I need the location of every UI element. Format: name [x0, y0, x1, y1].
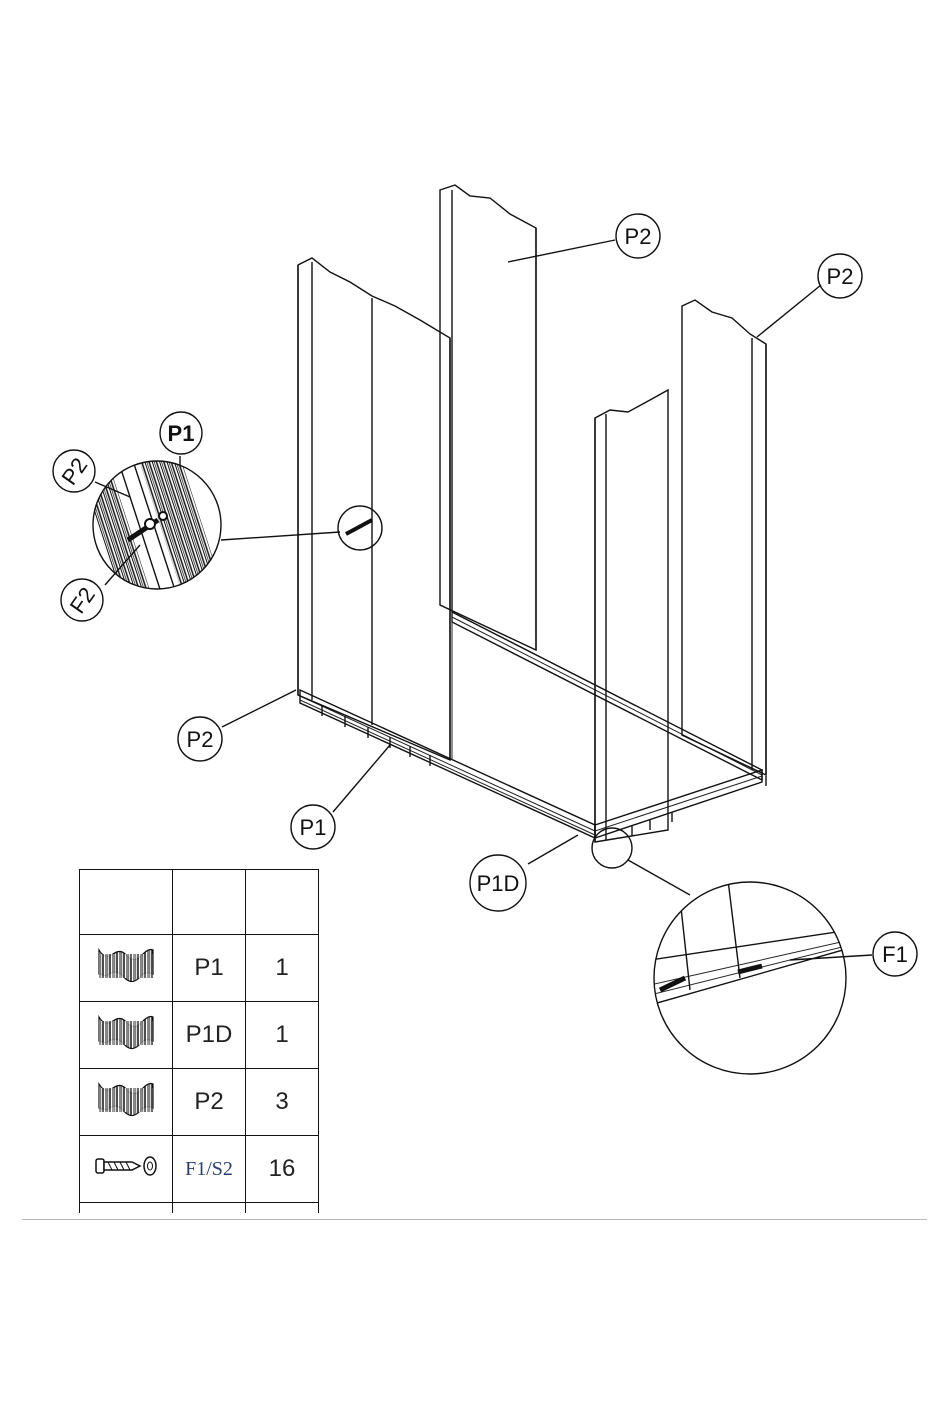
detail-leader-line	[221, 532, 340, 540]
parts-table-header	[80, 870, 319, 935]
part-code: P1	[173, 935, 246, 1002]
svg-text:P1: P1	[300, 815, 327, 840]
panel-icon	[80, 1002, 173, 1069]
callout-p2-left: P2	[178, 717, 222, 761]
panel-back-p2	[440, 185, 536, 650]
table-row: P1D 1	[80, 1002, 319, 1069]
svg-text:P2: P2	[625, 224, 652, 249]
header-cell-icon	[80, 870, 173, 935]
table-row: F1/S2 16	[80, 1136, 319, 1203]
panel-front-right-p1d	[595, 390, 668, 842]
part-qty: 16	[246, 1136, 319, 1203]
callout-p1-bottom: P1	[291, 805, 335, 849]
part-qty: 3	[246, 1069, 319, 1136]
svg-text:F1: F1	[882, 942, 908, 967]
part-code: F1/S2	[173, 1136, 246, 1203]
part-code: P1D	[173, 1002, 246, 1069]
callout-p2-top: P2	[616, 214, 660, 258]
callout-f1-detail: F1	[873, 932, 917, 976]
svg-text:F2: F2	[65, 583, 100, 618]
header-cell-part	[173, 870, 246, 935]
panel-left-p1-p2	[298, 258, 450, 760]
callout-p1d-bottom: P1D	[470, 855, 526, 911]
svg-text:P2: P2	[827, 264, 854, 289]
table-row: P2 3	[80, 1069, 319, 1136]
detail-f1-base	[580, 828, 850, 1080]
part-qty: 1	[246, 935, 319, 1002]
callout-p1-detail: P1	[160, 412, 202, 454]
part-qty: 1	[246, 1002, 319, 1069]
screw-washer-icon	[80, 1136, 173, 1203]
svg-text:P2: P2	[56, 453, 92, 489]
callout-leaders	[95, 240, 872, 960]
part-code: P2	[173, 1069, 246, 1136]
header-cell-qty	[246, 870, 319, 935]
callout-p2-detail: P2	[53, 450, 95, 492]
svg-text:P1: P1	[168, 421, 195, 446]
callout-p2-right: P2	[818, 254, 862, 298]
table-row-cut	[80, 1203, 319, 1214]
panel-icon	[80, 1069, 173, 1136]
table-row: P1 1	[80, 935, 319, 1002]
parts-table: P1 1 P1D 1 P2 3 F1/S2 16	[79, 869, 319, 1213]
panel-icon	[80, 935, 173, 1002]
callout-f2-detail: F2	[61, 579, 103, 621]
svg-text:P1D: P1D	[477, 871, 520, 896]
svg-text:P2: P2	[187, 727, 214, 752]
panel-right-p2	[682, 300, 766, 775]
page-divider	[22, 1219, 927, 1220]
